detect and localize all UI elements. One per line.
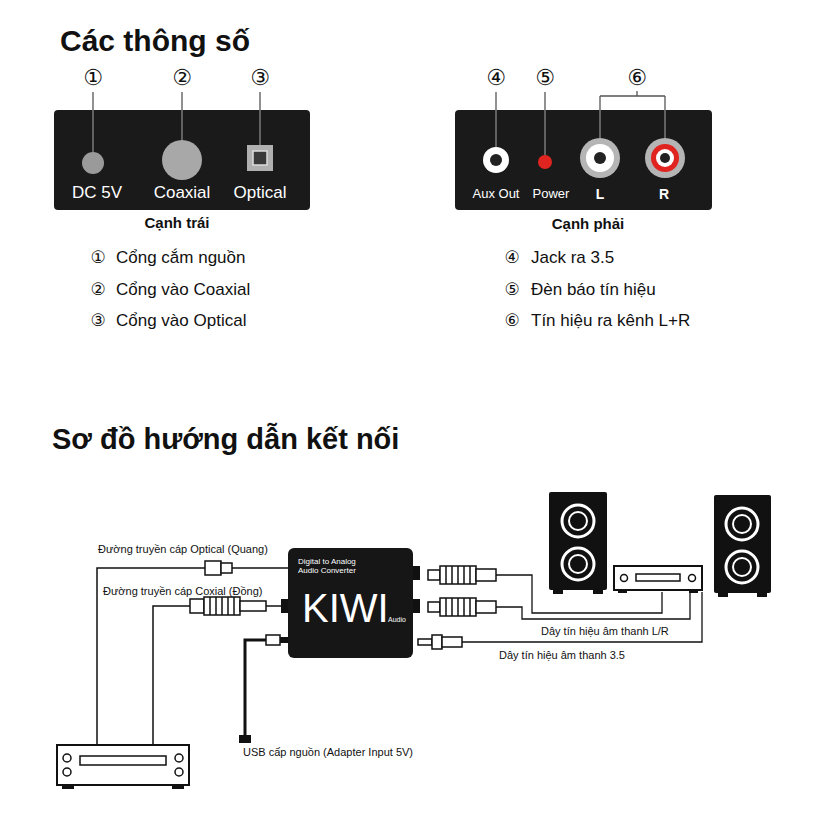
- port-panel: Aux OutPowerLRCạnh phải: [455, 110, 712, 210]
- callout-number: ④: [504, 248, 519, 268]
- speaker: [714, 495, 771, 597]
- cables: [97, 568, 288, 745]
- port-label: Coaxial: [154, 183, 211, 203]
- leader-lines: [93, 91, 665, 112]
- port-panel: DC 5VCoaxialOpticalCạnh trái: [54, 110, 310, 210]
- cable-label: Dây tín hiệu âm thanh L/R: [541, 625, 669, 638]
- list-item: Jack ra 3.5: [531, 248, 614, 268]
- cable-label: Dây tín hiệu âm thanh 3.5: [499, 649, 625, 662]
- brand-name: KIWI: [302, 585, 389, 631]
- jack-35-plug: [418, 635, 462, 649]
- converter-box: Digital to Analog Audio ConverterKIWIAud…: [288, 548, 413, 658]
- source-player: [57, 745, 189, 789]
- callout-number: ④: [486, 65, 506, 90]
- port-label: L: [596, 186, 605, 202]
- section-heading: Sơ đồ hướng dẫn kết nối: [52, 423, 399, 456]
- list-item: Cổng vào Coaxial: [116, 280, 250, 300]
- port-label: Power: [533, 187, 570, 202]
- callout-number: ③: [90, 311, 105, 331]
- port-label: Aux Out: [473, 187, 520, 202]
- callout-number: ①: [83, 65, 103, 90]
- callout-number: ②: [172, 65, 192, 90]
- callout-number: ①: [90, 248, 105, 268]
- callout-number: ⑤: [504, 280, 519, 300]
- callout-number: ③: [250, 65, 270, 90]
- optical-plug: [205, 561, 232, 575]
- coaxial-plug: [190, 597, 266, 615]
- product-subtitle: Digital to Analog Audio Converter: [298, 557, 378, 575]
- list-item: Đèn báo tín hiệu: [531, 280, 656, 300]
- cable-label: USB cấp nguồn (Adapter Input 5V): [243, 746, 413, 759]
- panel-caption: Cạnh phải: [552, 215, 625, 232]
- brand-sub: Audio: [388, 616, 406, 624]
- cable-label: Đường truyền cáp Optical (Quang): [98, 543, 268, 556]
- callout-number: ⑥: [627, 65, 647, 90]
- list-item: Cổng cắm nguồn: [116, 248, 245, 268]
- output-wires: [462, 575, 702, 642]
- panel-caption: Cạnh trái: [144, 214, 209, 231]
- amplifier: [614, 566, 702, 593]
- page-title: Các thông số: [60, 24, 250, 59]
- callout-number: ⑥: [504, 311, 519, 331]
- cable-label: Đường truyền cáp Coxial (Đồng): [103, 585, 262, 598]
- list-item: Tín hiệu ra kênh L+R: [531, 311, 690, 331]
- port-label: R: [659, 186, 669, 202]
- callout-number: ②: [90, 280, 105, 300]
- callout-number: ⑤: [535, 65, 555, 90]
- list-item: Cổng vào Optical: [116, 311, 246, 331]
- speaker: [549, 492, 607, 594]
- rca-plug: [428, 566, 496, 616]
- port-label: DC 5V: [72, 183, 122, 203]
- usb-cable: [239, 635, 288, 743]
- port-label: Optical: [234, 183, 287, 203]
